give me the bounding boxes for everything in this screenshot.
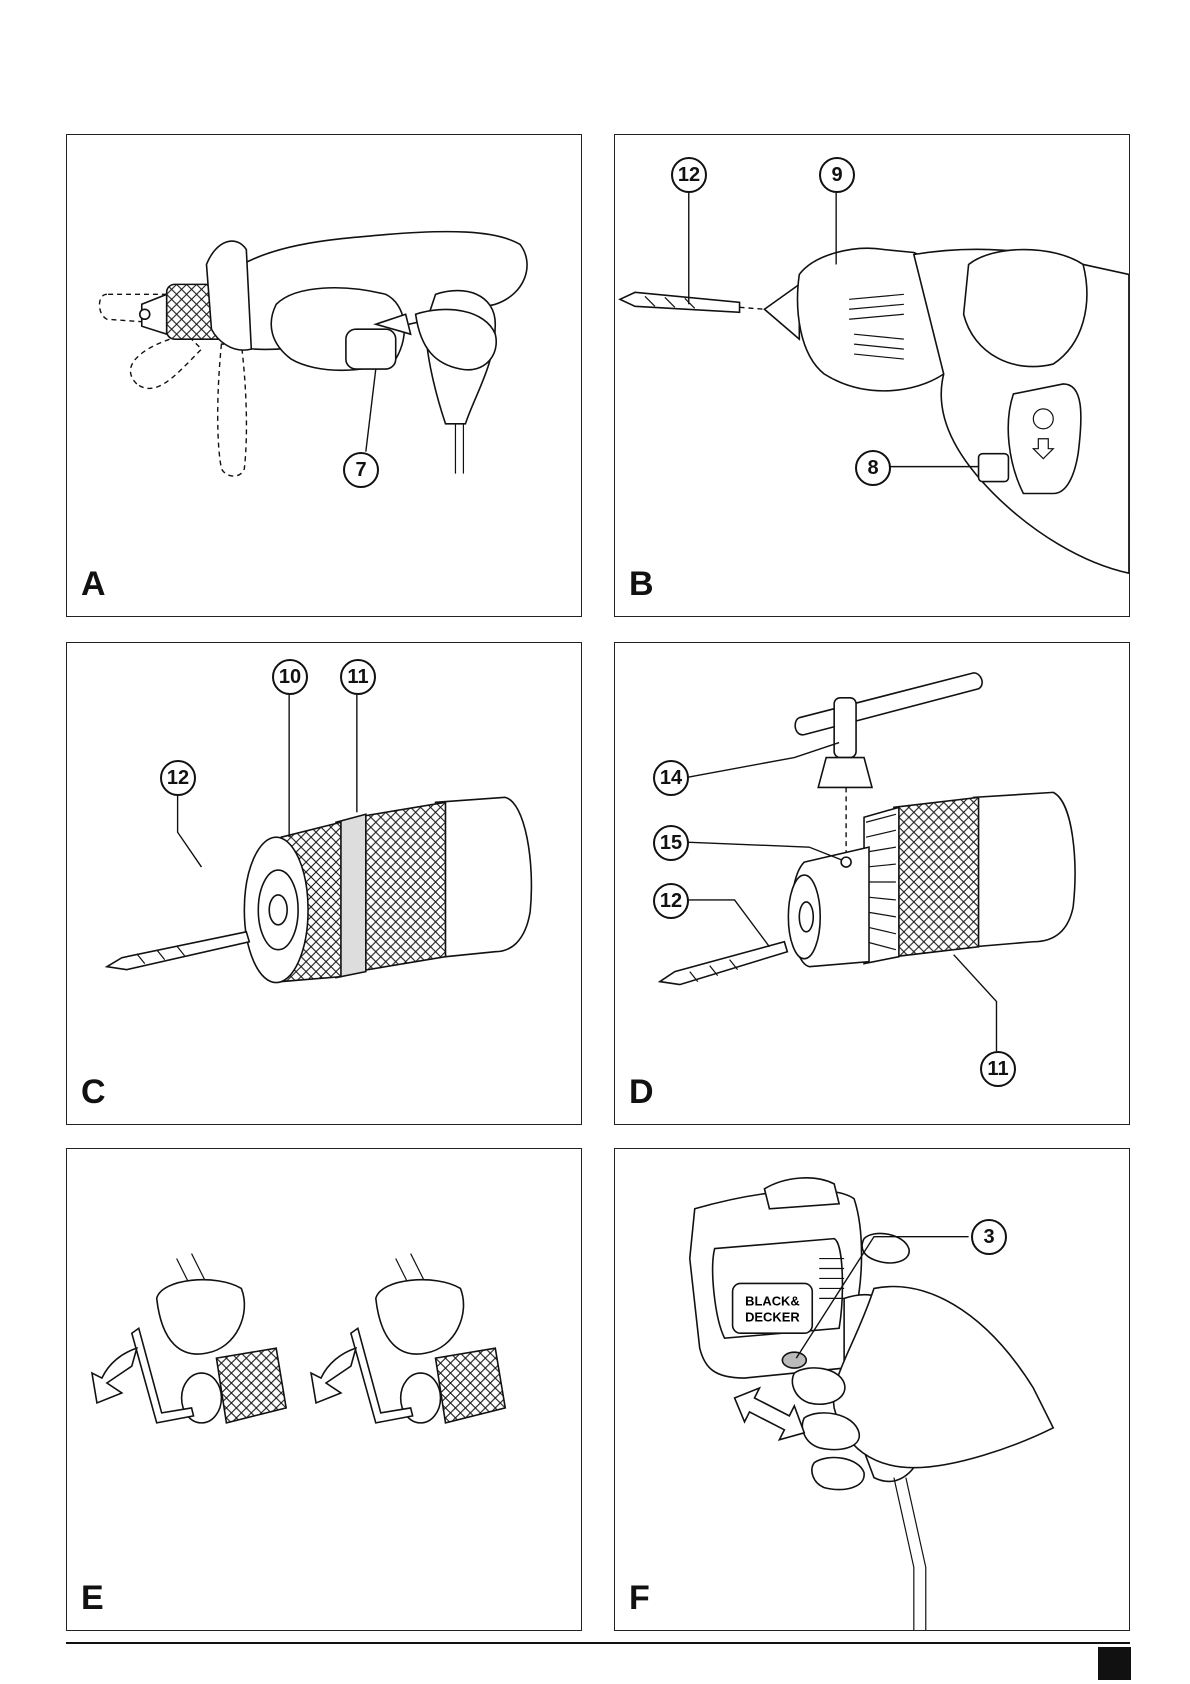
keyed-chuck-illustration [615,643,1129,1124]
brand-logo: BLACK& [745,1293,800,1308]
callout-10: 10 [272,659,308,695]
callout-9: 9 [819,157,855,193]
footer-rule [66,1642,1130,1644]
figure-b: 12 9 8 B [614,134,1130,617]
figure-letter-e: E [81,1579,104,1618]
callout-11: 11 [340,659,376,695]
figure-c: 10 11 12 C [66,642,582,1125]
page-marker-block [1098,1647,1131,1680]
chuck-removal-illustration [67,1149,581,1630]
callout-12: 12 [653,883,689,919]
callout-7: 7 [343,452,379,488]
figure-letter-f: F [629,1579,650,1618]
keyless-chuck-bit-insertion-illustration [615,135,1129,616]
figure-letter-b: B [629,565,654,604]
figure-letter-c: C [81,1073,106,1112]
figure-d: 14 15 12 11 D [614,642,1130,1125]
figure-e: E [66,1148,582,1631]
callout-11: 11 [980,1051,1016,1087]
callout-15: 15 [653,825,689,861]
figure-letter-d: D [629,1073,654,1112]
figure-letter-a: A [81,565,106,604]
callout-8: 8 [855,450,891,486]
hammer-selector-switch-illustration: BLACK& DECKER [615,1149,1129,1630]
callout-12: 12 [160,760,196,796]
chuck-removal-left [92,1254,286,1423]
drill-hammer-mode-illustration [67,135,581,616]
svg-text:DECKER: DECKER [745,1309,800,1324]
callout-12: 12 [671,157,707,193]
figure-a: 7 A [66,134,582,617]
chuck-removal-right [311,1254,505,1423]
callout-14: 14 [653,760,689,796]
figure-f: BLACK& DECKER 3 F [614,1148,1130,1631]
callout-3: 3 [971,1219,1007,1255]
keyless-chuck-sleeve-illustration [67,643,581,1124]
